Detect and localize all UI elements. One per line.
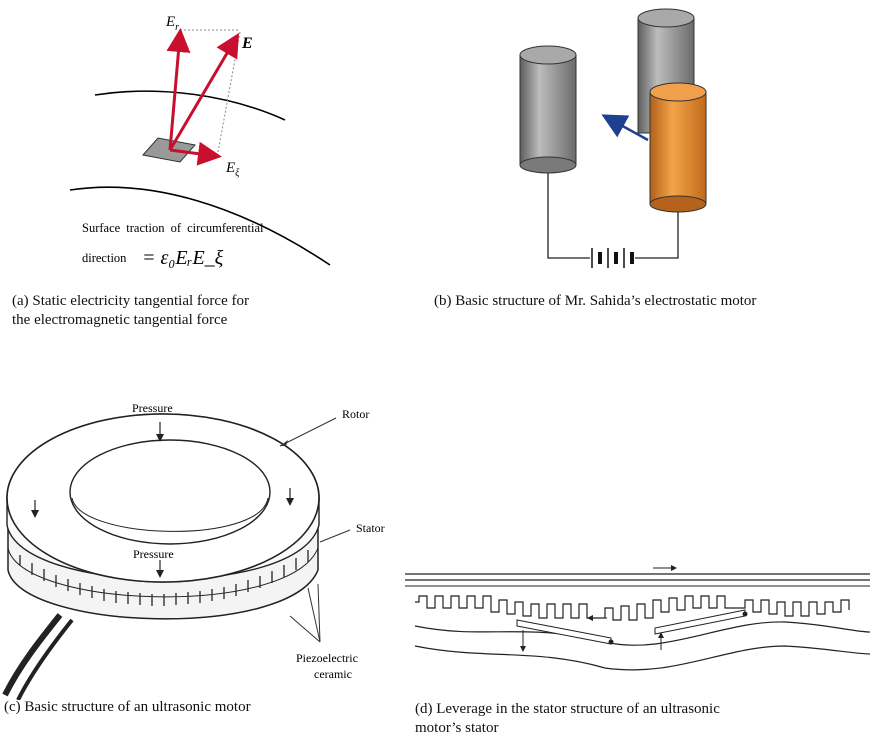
label-er: Er (165, 14, 179, 33)
vector-e (168, 32, 240, 151)
outer-boundary-curve (94, 90, 286, 121)
battery-icon (591, 248, 634, 268)
ultrasonic-motor-diagram: Pressure Rotor Stator Pressure Piezoelec… (2, 401, 385, 701)
vector-exi (169, 141, 222, 166)
label-e: E (241, 35, 253, 52)
label-pressure-mid: Pressure (133, 547, 174, 561)
stator-leverage-diagram (405, 565, 870, 671)
label-rotor: Rotor (342, 407, 369, 421)
surface-patch (142, 137, 196, 163)
panel-a: Er E Eξ Surface traction of circumferent… (0, 0, 420, 340)
rotor-ring (6, 413, 320, 583)
label-piezo-1: Piezoelectric (296, 651, 358, 665)
left-gray-electrode (519, 45, 577, 174)
traction-text-line2: direction (82, 251, 127, 265)
field-vector-diagram: Er E Eξ Surface traction of circumferent… (69, 14, 331, 269)
inner-boundary-curve (69, 186, 331, 266)
caption-a: (a) Static electricity tangential force … (12, 293, 249, 328)
label-exi: Eξ (225, 160, 240, 179)
panel-d: (d) Leverage in the stator structure of … (405, 560, 870, 743)
electrostatic-motor-diagram (519, 8, 707, 268)
circuit-wire (547, 173, 679, 259)
caption-c: (c) Basic structure of an ultrasonic mot… (4, 699, 251, 715)
panel-c: Pressure Rotor Stator Pressure Piezoelec… (0, 380, 420, 743)
traction-formula: = ε₀EᵣE_ξ (142, 247, 224, 269)
motion-arrow (601, 114, 649, 142)
orange-rotor-electrode (649, 82, 707, 213)
caption-d: (d) Leverage in the stator structure of … (415, 701, 720, 736)
stator-teeth (415, 595, 850, 621)
label-pressure-top: Pressure (132, 401, 173, 415)
label-piezo-2: ceramic (314, 667, 352, 681)
traction-text-line1: Surface traction of circumferential (82, 221, 264, 235)
vector-er (166, 28, 191, 151)
caption-b: (b) Basic structure of Mr. Sahida’s elec… (434, 293, 757, 309)
panel-b: (b) Basic structure of Mr. Sahida’s elec… (420, 0, 870, 340)
label-stator: Stator (356, 521, 385, 535)
